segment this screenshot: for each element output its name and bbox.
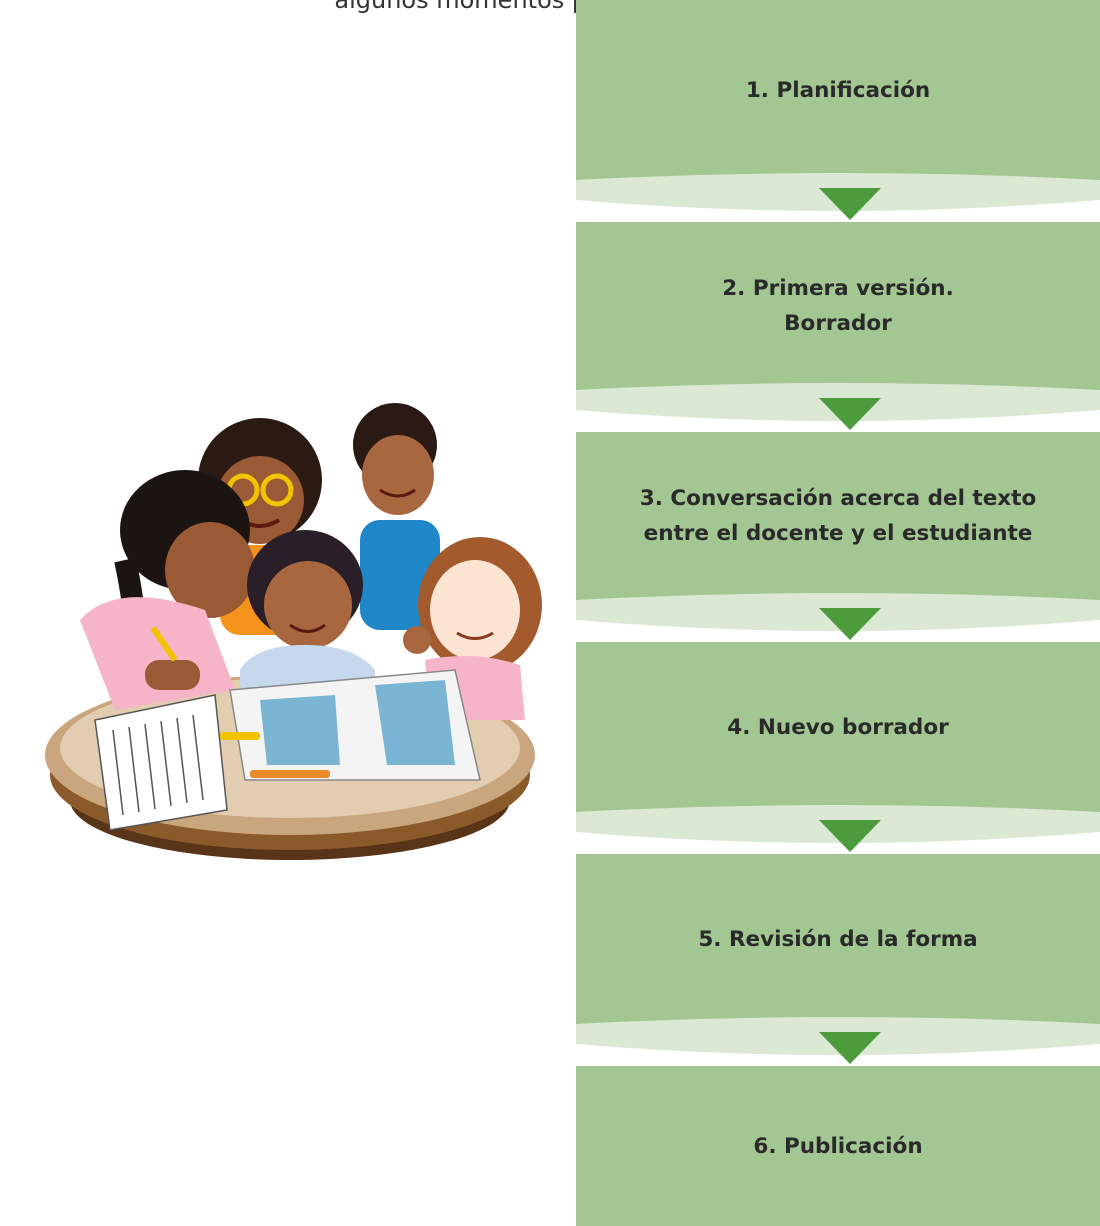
connector-4 <box>576 805 1100 852</box>
connector-1 <box>576 173 1100 220</box>
step-label-4: 4. Nuevo borrador <box>727 714 949 740</box>
step-box-1: 1. Planificación <box>576 0 1100 180</box>
arrow-down-icon <box>819 608 881 640</box>
step-box-5: 5. Revisión de la forma <box>576 854 1100 1024</box>
step-label-1: 1. Planificación <box>745 77 931 103</box>
connector-5 <box>576 1017 1100 1064</box>
step-box-3: 3. Conversación acerca del texto entre e… <box>576 432 1100 600</box>
process-flow: 1. Planificación 2. Primera versión. Bor… <box>576 0 1100 1226</box>
step-box-6: 6. Publicación <box>576 1066 1100 1226</box>
connector-3 <box>576 593 1100 640</box>
arrow-down-icon <box>819 188 881 220</box>
children-writing-illustration <box>5 360 565 880</box>
step-label-3: 3. Conversación acerca del texto entre e… <box>639 486 1037 546</box>
step-label-6: 6. Publicación <box>753 1133 923 1159</box>
arrow-down-icon <box>819 398 881 430</box>
arrow-down-icon <box>819 1032 881 1064</box>
connector-2 <box>576 383 1100 430</box>
step-box-2: 2. Primera versión. Borrador <box>576 222 1100 390</box>
arrow-down-icon <box>819 820 881 852</box>
step-label-2: 2. Primera versión. Borrador <box>722 276 954 336</box>
step-label-5: 5. Revisión de la forma <box>698 926 978 952</box>
step-box-4: 4. Nuevo borrador <box>576 642 1100 812</box>
